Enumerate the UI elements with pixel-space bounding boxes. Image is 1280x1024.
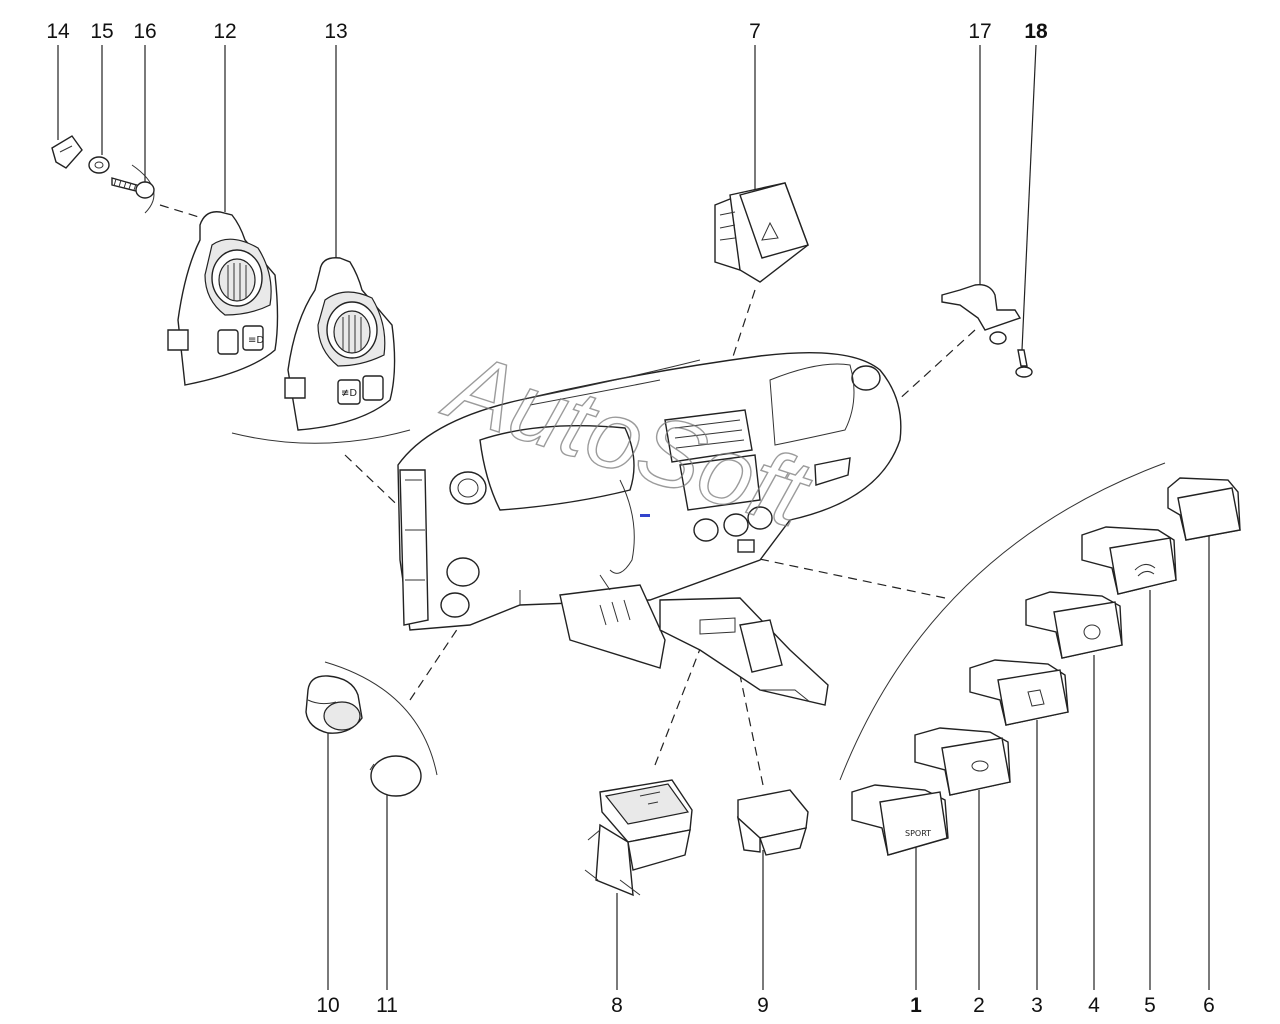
screw-16 bbox=[111, 177, 155, 199]
switch-5 bbox=[1081, 526, 1177, 595]
callout-4: 4 bbox=[1088, 994, 1100, 1017]
callout-16: 16 bbox=[133, 20, 156, 43]
callout-15: 15 bbox=[90, 20, 113, 43]
callout-18: 18 bbox=[1024, 20, 1048, 43]
callout-3: 3 bbox=[1031, 994, 1043, 1017]
switch-3 bbox=[969, 659, 1069, 726]
hazard-switch-7 bbox=[714, 182, 809, 283]
light-switch-13: ≢D bbox=[284, 257, 396, 431]
switch-9 bbox=[736, 789, 809, 856]
callout-5: 5 bbox=[1144, 994, 1156, 1017]
callout-10: 10 bbox=[316, 994, 339, 1017]
instrument-panel bbox=[397, 351, 902, 706]
callout-11: 11 bbox=[376, 994, 398, 1017]
fog-lamp-icon: ≡D bbox=[248, 335, 264, 346]
rocker-switch-8 bbox=[584, 779, 693, 897]
switch-6 bbox=[1167, 477, 1241, 541]
cap-11 bbox=[369, 755, 422, 797]
callout-8: 8 bbox=[611, 994, 623, 1017]
light-switch-12: ≡D bbox=[167, 211, 279, 386]
callout-14: 14 bbox=[46, 20, 70, 43]
switch-2 bbox=[914, 727, 1011, 796]
washer-15 bbox=[88, 156, 110, 174]
round-switch-10 bbox=[305, 675, 363, 734]
callout-6: 6 bbox=[1203, 994, 1215, 1017]
callout-1: 1 bbox=[910, 994, 922, 1017]
glovebox-lamp-17 bbox=[941, 284, 1022, 345]
callout-12: 12 bbox=[213, 20, 236, 43]
callout-2: 2 bbox=[973, 994, 985, 1017]
rear-window-heater-icon bbox=[1134, 564, 1156, 577]
callout-7: 7 bbox=[749, 20, 761, 43]
switch-1: SPORT bbox=[851, 784, 949, 856]
screw-18 bbox=[1015, 349, 1033, 378]
clip-nut-14 bbox=[51, 135, 83, 169]
marker bbox=[640, 514, 650, 517]
switch-4 bbox=[1025, 591, 1123, 659]
callout-9: 9 bbox=[757, 994, 769, 1017]
leader-lines bbox=[57, 44, 1210, 990]
callout-13: 13 bbox=[324, 20, 347, 43]
sport-mode-button: SPORT bbox=[905, 829, 931, 838]
callout-labels: 14 15 16 12 13 7 17 18 10 11 8 9 1 2 3 4… bbox=[46, 20, 1215, 1017]
headlight-knob-icon: ≢D bbox=[341, 388, 357, 399]
callout-17: 17 bbox=[968, 20, 991, 43]
